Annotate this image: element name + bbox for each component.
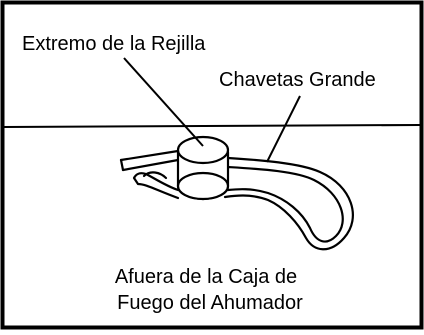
cotter-pin-lower-leg — [132, 172, 180, 200]
label-grate-end: Extremo de la Rejilla — [22, 33, 206, 55]
leader-line-grate-end — [123, 57, 204, 147]
label-firebox-outside-line1: Afuera de la Caja de — [115, 266, 297, 288]
grate-end-cylinder-front — [176, 171, 230, 201]
cotter-pin-lower-hook — [142, 171, 168, 180]
cotter-pin-wire-back — [226, 165, 344, 243]
cotter-pin-wire-front — [223, 156, 354, 251]
label-firebox-outside-line2: Fuego del Ahumador — [117, 292, 303, 314]
label-large-cotter-pins: Chavetas Grande — [219, 69, 376, 91]
cotter-pin-upper-leg-end — [119, 158, 125, 172]
cotter-pin — [119, 135, 354, 251]
grate-end-cylinder-top — [176, 135, 230, 165]
cotter-pin-upper-leg — [119, 149, 180, 172]
leader-line-cotter-pins — [266, 95, 301, 163]
firebox-wall-line — [3, 124, 421, 128]
